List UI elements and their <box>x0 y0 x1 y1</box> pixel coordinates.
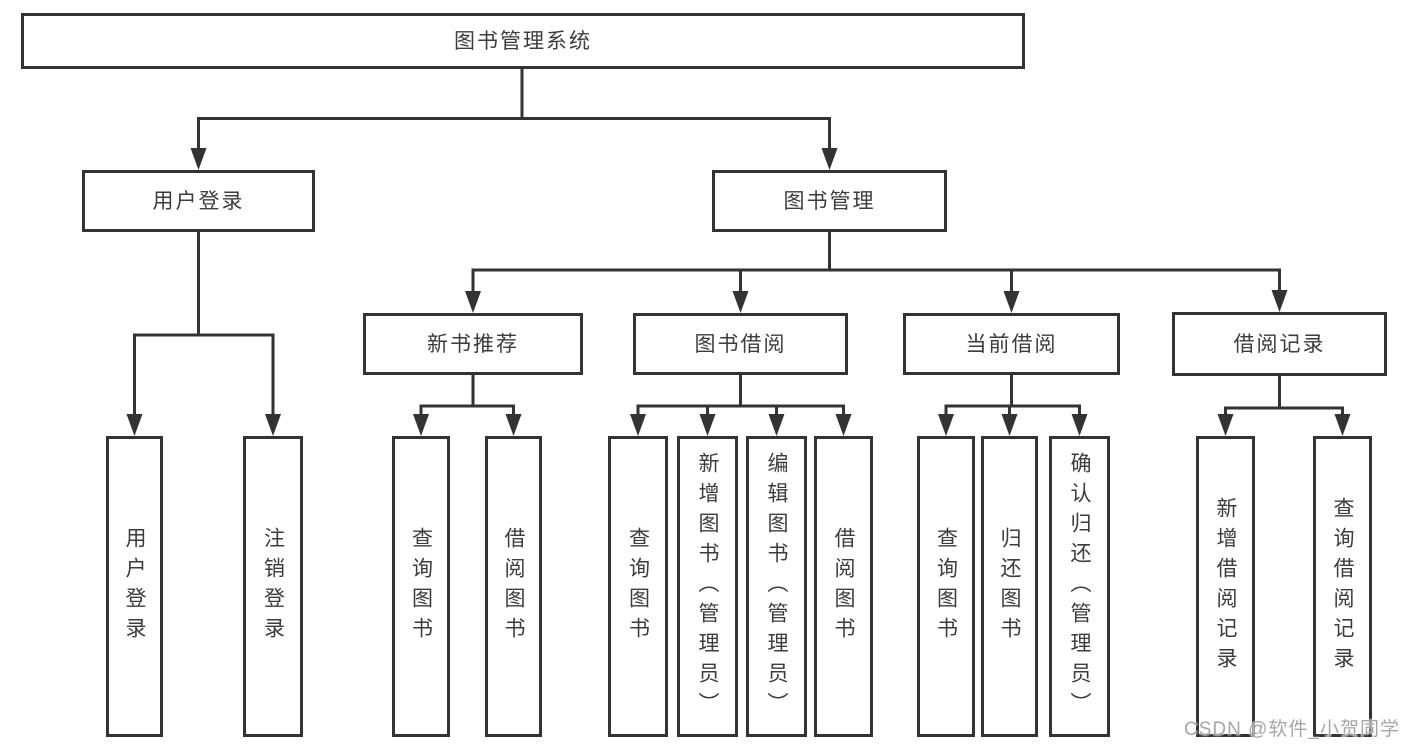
leaf-user-login: 用户登录 <box>106 436 163 737</box>
connector-borrow-records-fan <box>1217 376 1351 436</box>
connector-current-borrow-fan <box>938 375 1088 436</box>
node-borrow-records: 借阅记录 <box>1172 312 1387 376</box>
connector-root-fan <box>190 69 838 170</box>
leaf-newrec-query-books: 查询图书 <box>392 436 450 737</box>
leaf-current-confirm-return-admin-label: 确认归还（管理员） <box>1068 451 1091 722</box>
node-book-management-label: 图书管理 <box>783 189 876 213</box>
csdn-watermark: CSDN @软件_小贺同学 <box>1184 719 1400 740</box>
connector-new-book-recommend-fan <box>413 375 522 436</box>
leaf-newrec-borrow-books: 借阅图书 <box>485 436 542 737</box>
node-book-management: 图书管理 <box>712 170 947 232</box>
leaf-current-confirm-return-admin: 确认归还（管理员） <box>1049 436 1110 737</box>
node-borrow-records-label: 借阅记录 <box>1233 332 1326 356</box>
connector-user-login-fan <box>126 232 281 436</box>
node-new-book-recommend-label: 新书推荐 <box>427 332 519 356</box>
node-user-login: 用户登录 <box>82 170 315 232</box>
node-user-login-label: 用户登录 <box>152 189 245 213</box>
leaf-borrow-edit-books-admin: 编辑图书（管理员） <box>746 436 807 737</box>
leaf-logout-label: 注销登录 <box>261 526 285 647</box>
leaf-newrec-borrow-books-label: 借阅图书 <box>502 526 525 647</box>
node-book-borrow: 图书借阅 <box>633 313 848 375</box>
leaf-records-add-record-label: 新增借阅记录 <box>1214 496 1237 677</box>
node-root-label: 图书管理系统 <box>454 29 592 53</box>
leaf-current-query-books: 查询图书 <box>917 436 975 737</box>
leaf-borrow-borrow-books: 借阅图书 <box>814 436 873 737</box>
leaf-records-query-record: 查询借阅记录 <box>1313 436 1372 737</box>
leaf-borrow-query-books-label: 查询图书 <box>626 526 650 647</box>
node-current-borrow-label: 当前借阅 <box>965 332 1058 356</box>
connector-book-management-fan <box>465 232 1288 313</box>
node-book-borrow-label: 图书借阅 <box>694 332 787 356</box>
leaf-borrow-edit-books-admin-label: 编辑图书（管理员） <box>765 451 788 722</box>
leaf-logout: 注销登录 <box>243 436 303 737</box>
leaf-borrow-add-books-admin-label: 新增图书（管理员） <box>696 451 719 722</box>
connector-book-borrow-fan <box>630 375 852 436</box>
leaf-current-return-books-label: 归还图书 <box>998 526 1021 647</box>
leaf-current-query-books-label: 查询图书 <box>934 526 958 647</box>
node-root: 图书管理系统 <box>21 13 1025 69</box>
leaf-user-login-label: 用户登录 <box>123 526 146 647</box>
leaf-borrow-query-books: 查询图书 <box>608 436 668 737</box>
leaf-borrow-add-books-admin: 新增图书（管理员） <box>677 436 738 737</box>
leaf-newrec-query-books-label: 查询图书 <box>409 526 433 647</box>
leaf-records-add-record: 新增借阅记录 <box>1196 436 1255 737</box>
leaf-records-query-record-label: 查询借阅记录 <box>1331 496 1354 677</box>
leaf-current-return-books: 归还图书 <box>981 436 1038 737</box>
node-new-book-recommend: 新书推荐 <box>363 313 583 375</box>
node-current-borrow: 当前借阅 <box>903 313 1120 375</box>
leaf-borrow-borrow-books-label: 借阅图书 <box>832 526 855 647</box>
